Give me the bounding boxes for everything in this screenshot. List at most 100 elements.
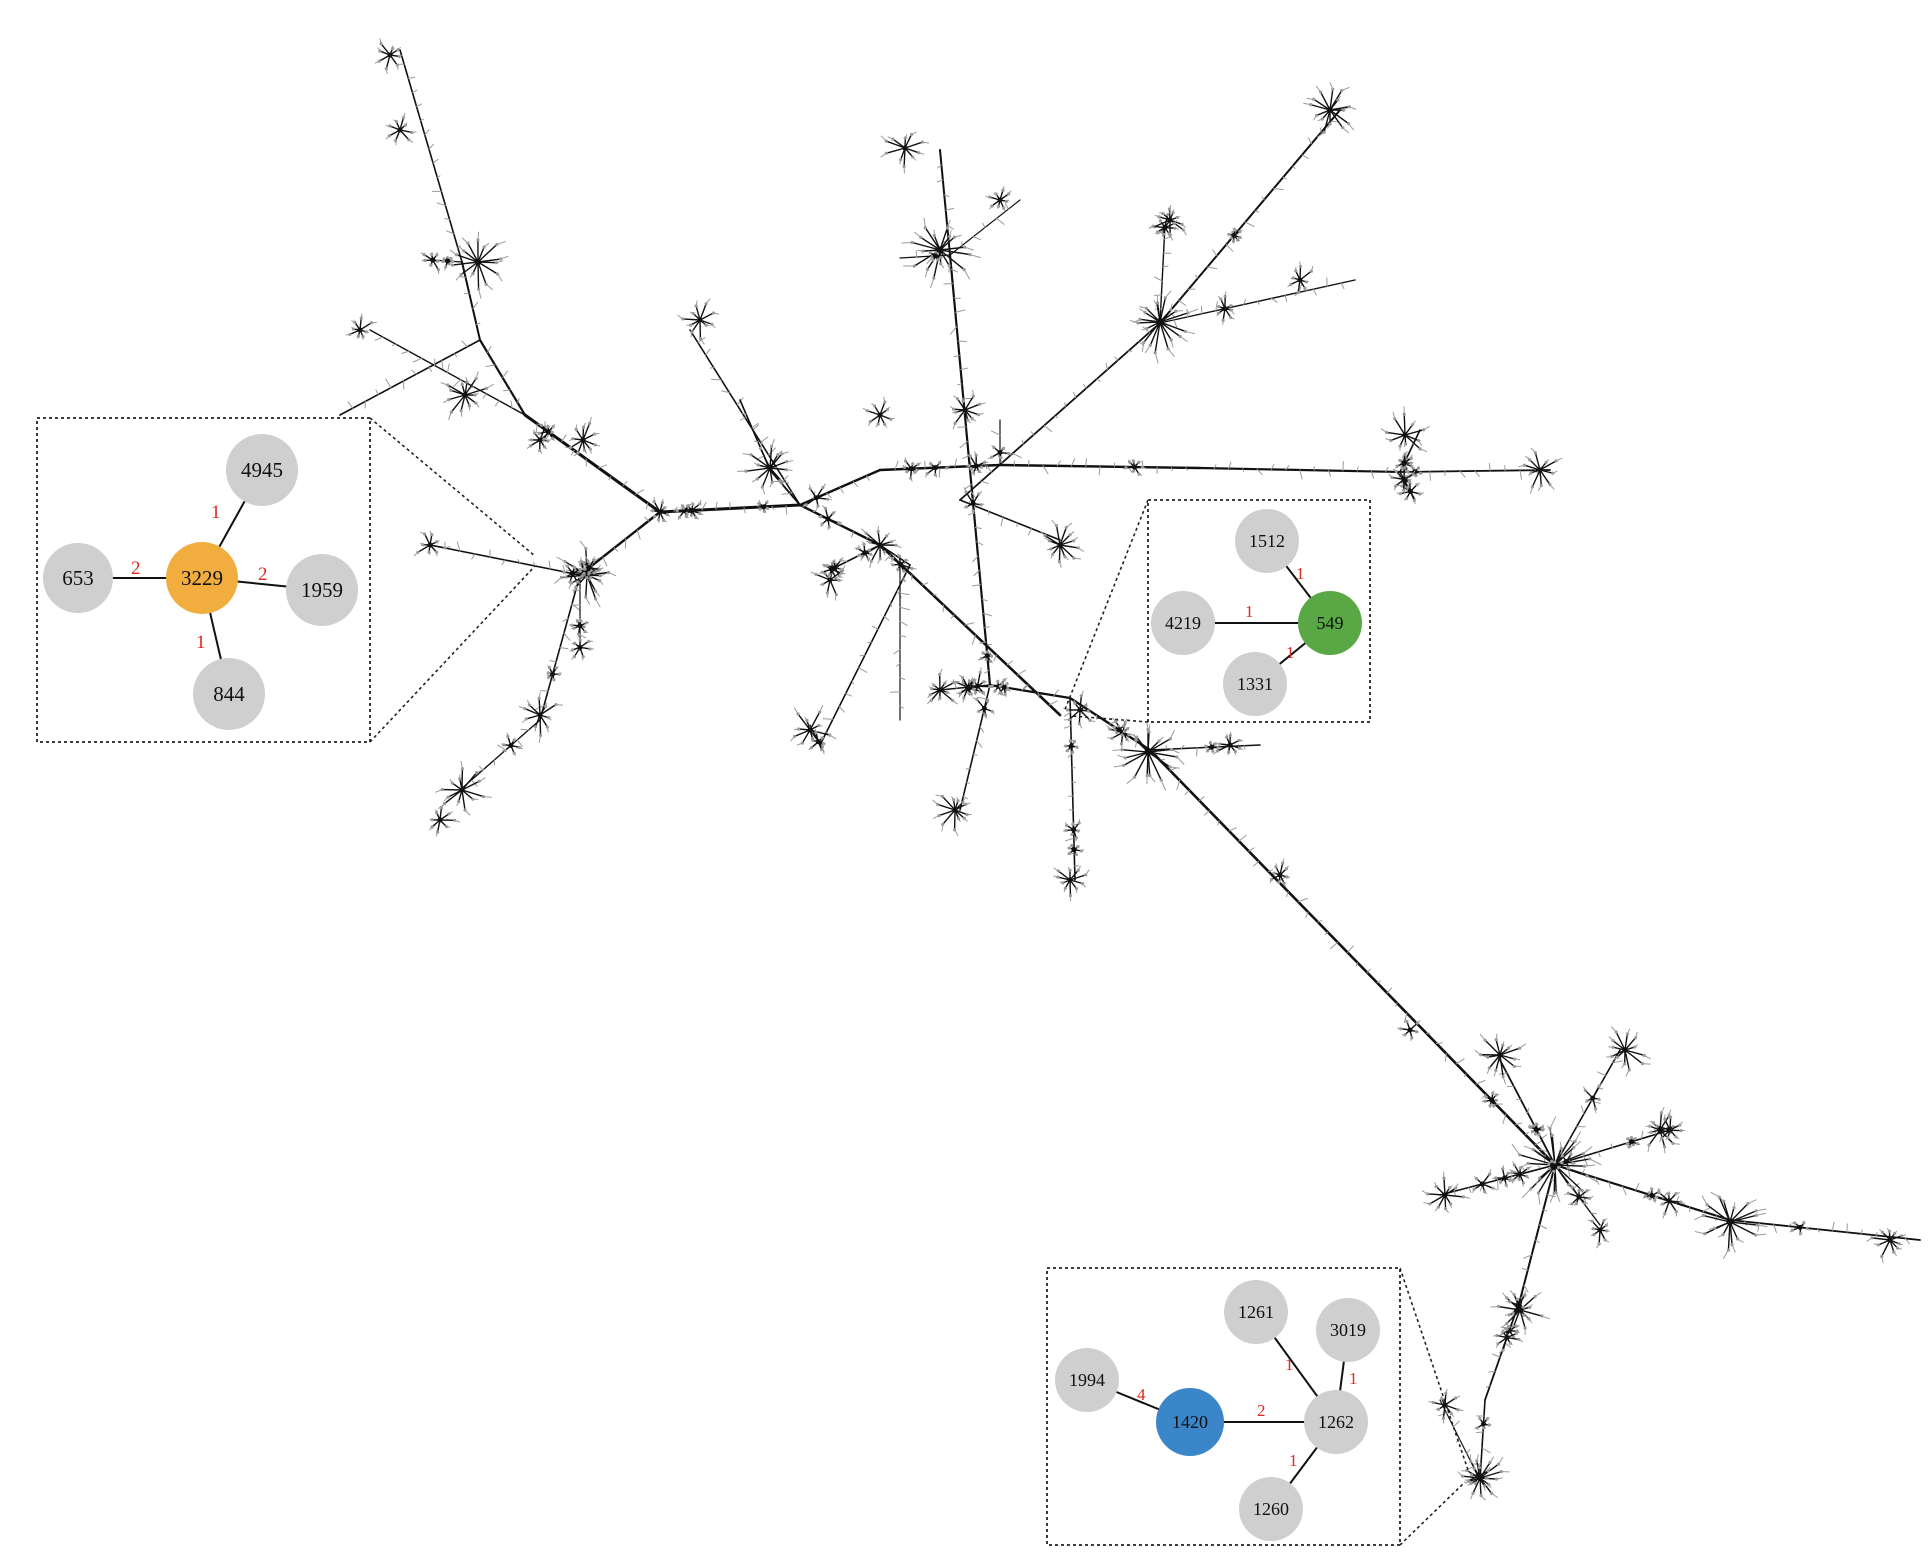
tree-twig xyxy=(1004,203,1009,210)
tree-hub xyxy=(689,507,695,513)
tree-leaf xyxy=(982,680,986,684)
tree-leaf xyxy=(744,469,748,473)
tree-leaf xyxy=(1169,747,1173,752)
tree-leaf xyxy=(865,409,869,413)
tree-leaf xyxy=(1705,1203,1709,1207)
tree-leaf xyxy=(1567,1183,1571,1187)
tree-leaf xyxy=(1007,451,1011,456)
tree-leaf xyxy=(1238,235,1242,239)
tree-leaf xyxy=(652,499,656,504)
tree-twig xyxy=(1755,1233,1767,1236)
tree-hub xyxy=(657,509,663,515)
tree-twig xyxy=(1285,891,1289,898)
tree-leaf-edge xyxy=(939,249,971,256)
tree-leaf xyxy=(860,555,864,559)
tree-leaf xyxy=(1002,678,1006,682)
tree-leaf xyxy=(816,504,820,508)
tree-leaf xyxy=(1064,744,1068,748)
tree-leaf xyxy=(1615,1055,1619,1059)
tree-branch xyxy=(959,499,1061,541)
node-label: 3229 xyxy=(181,566,223,590)
tree-twig xyxy=(973,505,976,510)
tree-leaf-edge xyxy=(1729,1210,1757,1223)
tree-twig xyxy=(991,430,1001,436)
tree-twig xyxy=(1608,1181,1611,1189)
tree-hub xyxy=(1277,872,1283,878)
tree-leaf-edge xyxy=(451,261,479,266)
tree-leaf xyxy=(978,670,982,675)
tree-leaf xyxy=(1640,1062,1645,1066)
tree-hub xyxy=(697,317,703,323)
tree-leaf xyxy=(598,574,602,578)
tree-twig xyxy=(957,340,967,343)
tree-leaf xyxy=(1340,88,1344,93)
tree-twig xyxy=(424,129,430,136)
tree-leaf xyxy=(436,259,440,263)
tree-leaf xyxy=(387,134,391,138)
tree-leaf xyxy=(532,431,537,435)
tree-twig xyxy=(721,390,730,393)
tree-twig xyxy=(1568,1138,1574,1143)
tree-leaf xyxy=(1629,1136,1634,1140)
tree-twig xyxy=(964,622,975,626)
tree-leaf xyxy=(1474,1177,1479,1181)
tree-leaf xyxy=(904,459,908,463)
tree-twig xyxy=(636,529,641,540)
tree-leaf xyxy=(1120,748,1124,752)
tree-leaf xyxy=(458,777,462,781)
tree-leaf xyxy=(1517,1177,1521,1181)
tree-leaf-edge xyxy=(477,261,480,290)
tree-twig xyxy=(950,614,955,619)
tree-leaf xyxy=(1398,492,1403,496)
tree-leaf xyxy=(1056,875,1060,879)
tree-twig xyxy=(964,483,972,490)
node-circle xyxy=(166,542,238,614)
tree-twig xyxy=(1356,466,1359,472)
tree-leaf xyxy=(1501,1043,1505,1047)
tree-twig xyxy=(756,455,765,460)
tree-leaf xyxy=(975,697,979,702)
tree-leaf xyxy=(889,417,893,421)
tree-leaf xyxy=(837,521,841,525)
tree-twig xyxy=(938,467,941,478)
tree-leaf xyxy=(943,681,947,685)
tree-twig xyxy=(517,559,521,564)
tree-hub xyxy=(430,257,436,263)
tree-leaf xyxy=(1674,1135,1678,1139)
tree-leaf-edge xyxy=(1404,434,1421,450)
tree-leaf-edge xyxy=(582,422,591,441)
tree-leaf xyxy=(808,487,812,491)
tree-leaf xyxy=(1126,727,1130,731)
tree-hub xyxy=(445,258,451,264)
tree-twig xyxy=(1722,1249,1729,1259)
tree-leaf xyxy=(1518,1153,1522,1157)
tree-leaf-edge xyxy=(1624,1049,1630,1071)
weight-1420-1262: 2 xyxy=(1257,1401,1266,1420)
tree-leaf xyxy=(1291,276,1295,280)
tree-leaf xyxy=(1805,1226,1809,1231)
tree-leaf xyxy=(964,505,969,509)
tree-leaf xyxy=(662,506,667,510)
tree-twig xyxy=(391,343,397,347)
tree-leaf xyxy=(969,467,973,471)
tree-leaf xyxy=(466,241,470,245)
tree-twig xyxy=(1270,464,1275,470)
tree-leaf xyxy=(662,518,666,522)
tree-twig xyxy=(1481,1447,1491,1454)
tree-hub xyxy=(937,687,943,693)
tree-leaf xyxy=(495,261,499,265)
tree-leaf xyxy=(823,506,828,510)
tree-twig xyxy=(1285,465,1290,471)
inset-edge-weights: 1 2 2 1 xyxy=(131,502,268,653)
tree-leaf-edge xyxy=(447,384,466,396)
tree-twig xyxy=(711,378,722,381)
tree-leaf xyxy=(1552,1191,1556,1195)
tree-leaf-edge xyxy=(1729,1202,1749,1223)
tree-leaf xyxy=(1409,461,1413,465)
tree-hub xyxy=(1231,232,1237,238)
tree-leaf xyxy=(547,675,551,679)
tree-leaf-edge xyxy=(885,140,906,149)
tree-hub xyxy=(1797,1224,1803,1230)
tree-leaf xyxy=(1047,539,1052,543)
tree-hub xyxy=(577,644,583,650)
